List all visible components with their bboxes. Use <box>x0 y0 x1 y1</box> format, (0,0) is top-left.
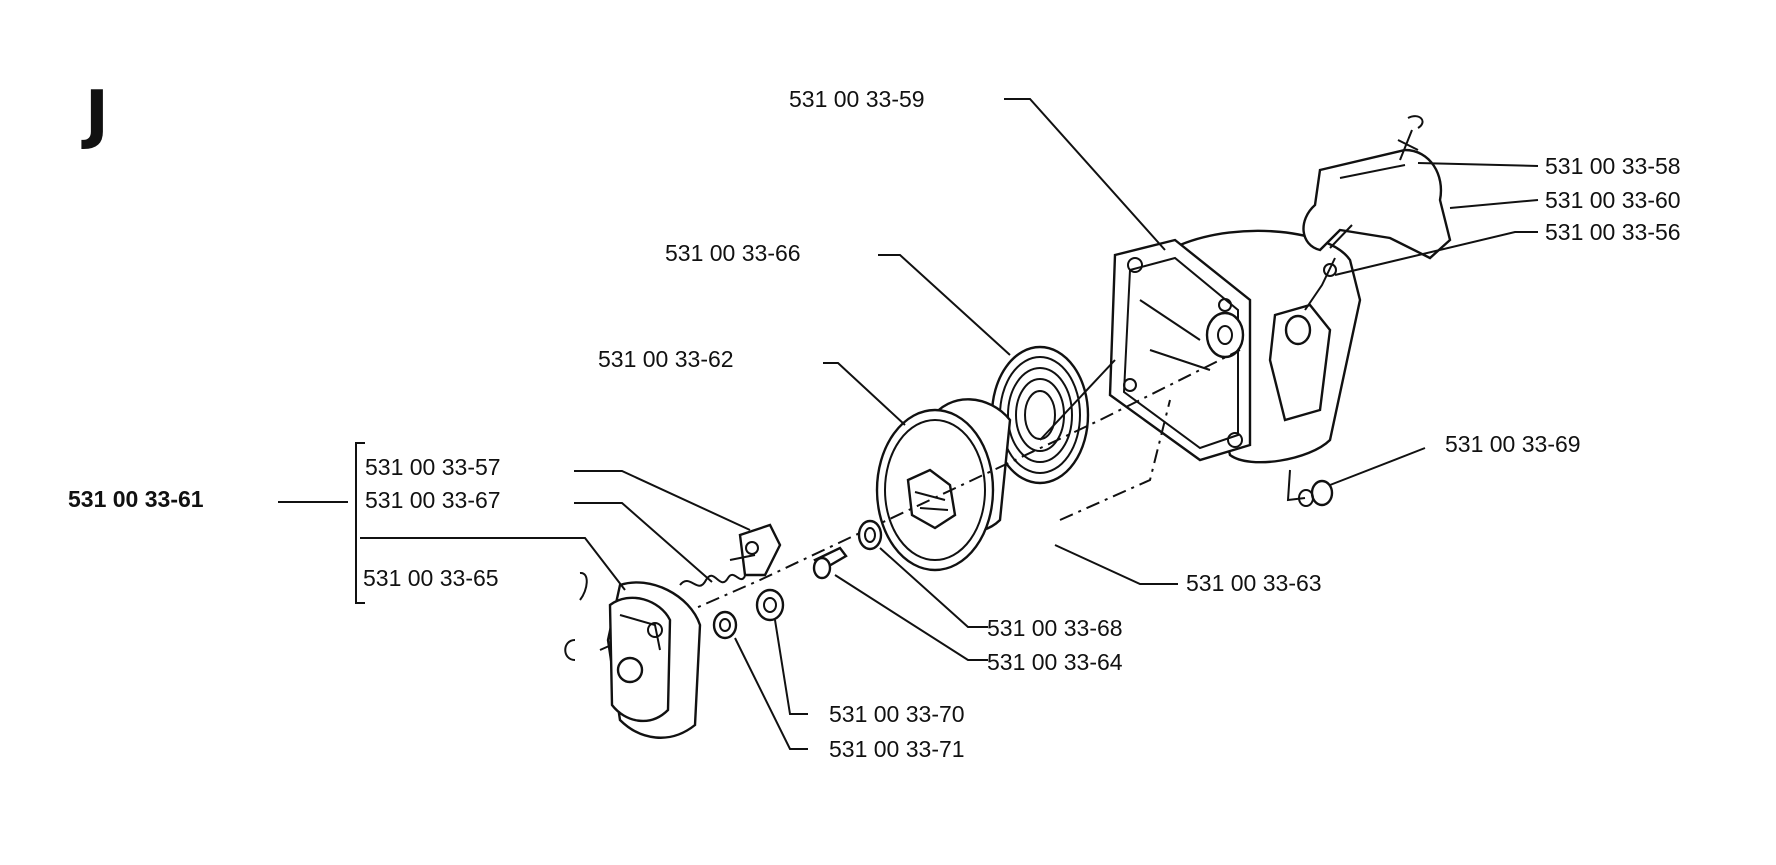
rope-pulley <box>875 398 1012 572</box>
washer-68 <box>857 519 883 551</box>
label-part-69: 531 00 33-69 <box>1445 431 1581 457</box>
washer-71 <box>712 610 738 640</box>
rewind-spring <box>990 345 1116 485</box>
label-part-68: 531 00 33-68 <box>987 615 1123 641</box>
spring-67 <box>679 573 746 587</box>
label-part-58: 531 00 33-58 <box>1545 153 1681 179</box>
screw-69 <box>1286 469 1334 507</box>
section-letter: J <box>85 78 109 152</box>
label-part-67: 531 00 33-67 <box>365 487 501 513</box>
pawl-57 <box>729 523 782 577</box>
label-assembly-61: 531 00 33-61 <box>68 486 204 512</box>
label-part-66: 531 00 33-66 <box>665 240 801 266</box>
label-part-57: 531 00 33-57 <box>365 454 501 480</box>
label-part-70: 531 00 33-70 <box>829 701 965 727</box>
label-part-59: 531 00 33-59 <box>789 86 925 112</box>
nut-70 <box>755 588 785 622</box>
label-part-60: 531 00 33-60 <box>1545 187 1681 213</box>
label-part-65: 531 00 33-65 <box>363 565 499 591</box>
starter-housing <box>1108 229 1362 464</box>
starter-handle <box>1302 115 1452 311</box>
label-part-64: 531 00 33-64 <box>987 649 1123 675</box>
screw-64 <box>812 546 848 580</box>
label-part-63: 531 00 33-63 <box>1186 570 1322 596</box>
leader-lines <box>278 98 1539 750</box>
label-part-62: 531 00 33-62 <box>598 346 734 372</box>
assembly-axis <box>599 349 1241 651</box>
label-part-56: 531 00 33-56 <box>1545 219 1681 245</box>
starter-cup-65 <box>564 572 702 739</box>
label-part-71: 531 00 33-71 <box>829 736 965 762</box>
